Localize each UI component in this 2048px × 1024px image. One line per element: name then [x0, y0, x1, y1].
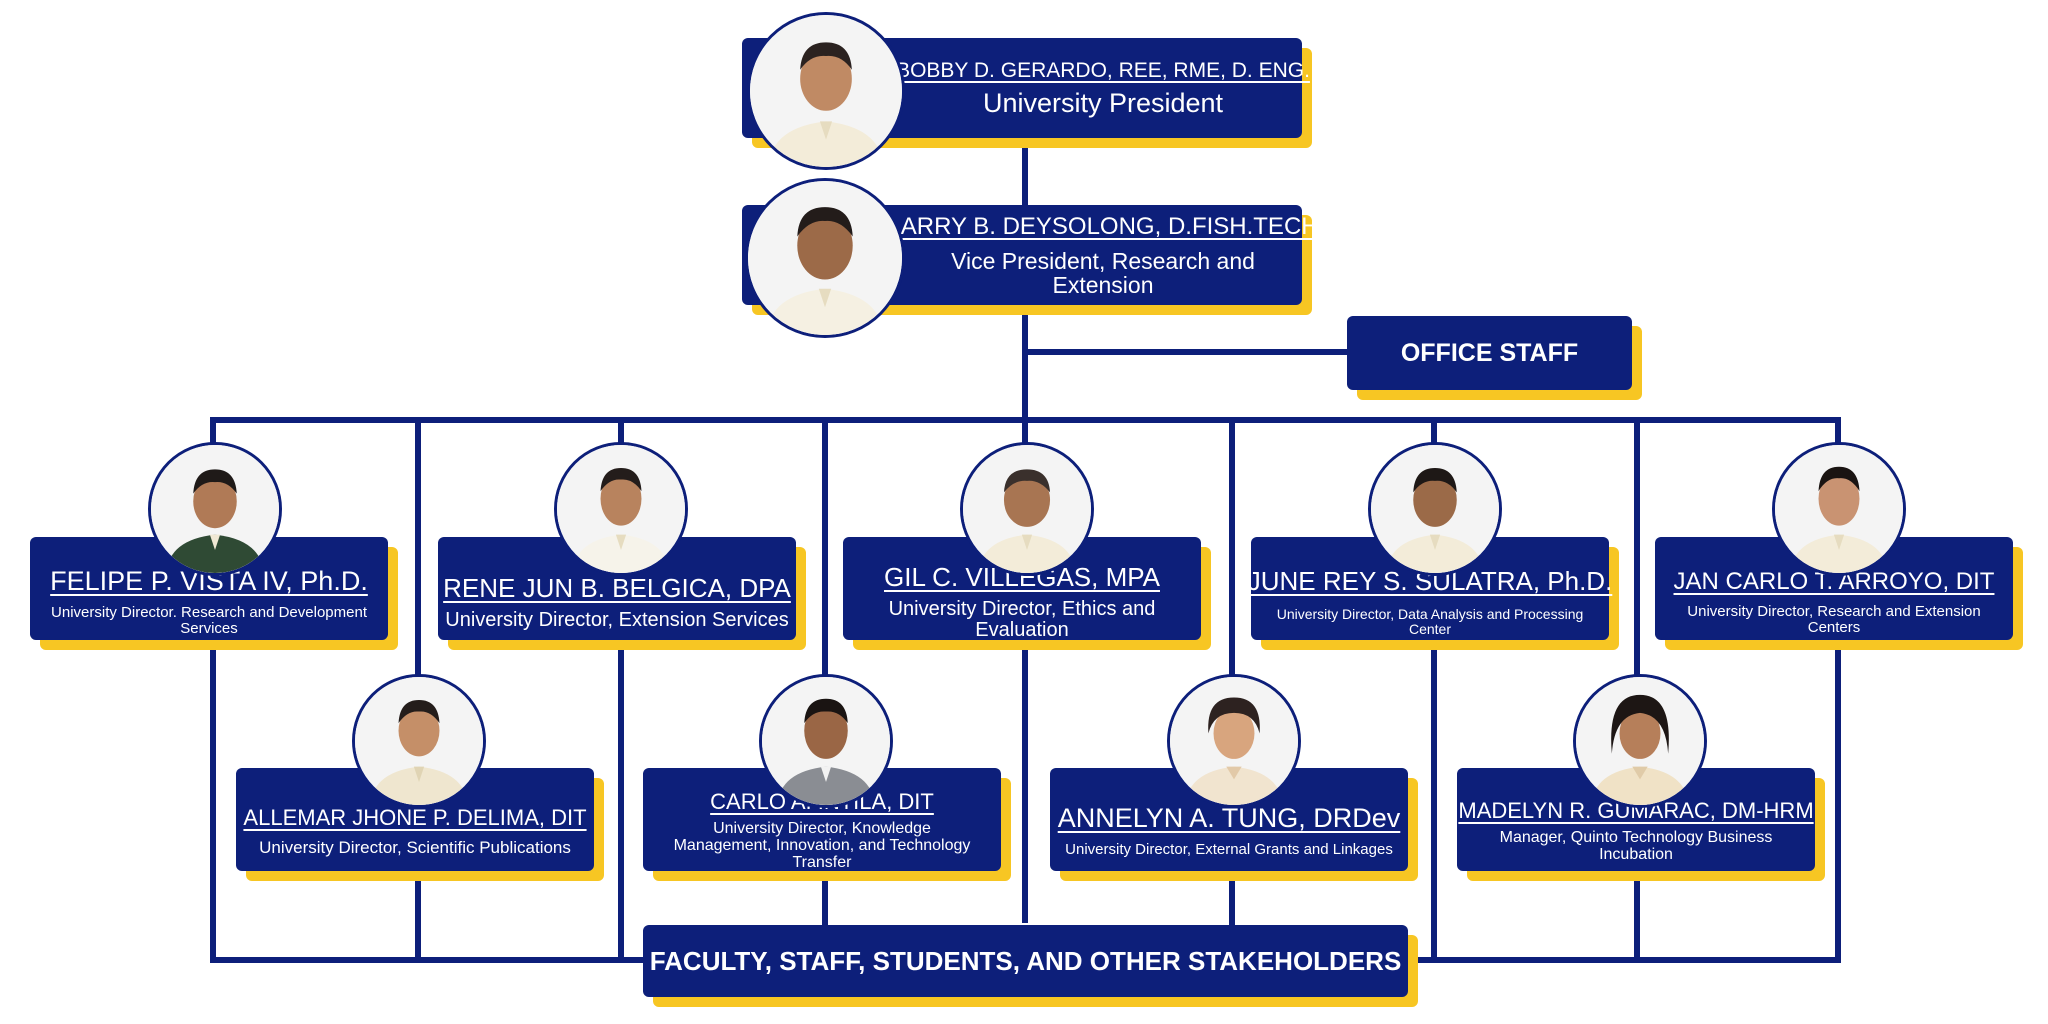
director-photo — [759, 674, 893, 808]
director-photo — [1772, 442, 1906, 576]
portrait-icon — [355, 677, 483, 805]
director-photo — [1573, 674, 1707, 808]
director-name: ANNELYN A. TUNG, DRDev — [1057, 803, 1401, 834]
director-role: University Director, Research and Extens… — [1687, 602, 1981, 636]
portrait-icon — [1170, 677, 1298, 805]
director-role: University Director, Data Analysis and P… — [1276, 606, 1584, 637]
director-name: ALLEMAR JHONE P. DELIMA, DIT — [243, 804, 587, 830]
vice-president-name: LARRY B. DEYSOLONG, D.FISH.TECH — [887, 212, 1319, 240]
director-role: University Director, Ethics and Evaluati… — [888, 598, 1156, 641]
president-name: BOBBY D. GERARDO, REE, RME, D. ENG. — [896, 58, 1310, 82]
director-photo — [148, 442, 282, 576]
director-role: University Director, External Grants and… — [1065, 841, 1393, 859]
director-box: FELIPE P. VISTA IV, Ph.D. University Dir… — [30, 537, 388, 640]
director-photo — [554, 442, 688, 576]
portrait-icon — [151, 445, 279, 573]
vice-president-photo — [745, 178, 905, 338]
director-photo — [352, 674, 486, 808]
director-role: University Director. Research and Develo… — [51, 604, 367, 637]
portrait-icon — [1775, 445, 1903, 573]
portrait-icon — [762, 677, 890, 805]
office-staff-box: OFFICE STAFF — [1347, 316, 1632, 390]
portrait-icon — [750, 15, 902, 167]
director-box: GIL C. VILLEGAS, MPA University Director… — [843, 537, 1201, 641]
president-photo — [747, 12, 905, 170]
director-box: JAN CARLO T. ARROYO, DIT University Dire… — [1655, 537, 2013, 640]
director-role: University Director, Knowledge Managemen… — [673, 820, 971, 871]
director-role: University Director, Scientific Publicat… — [259, 837, 571, 857]
director-photo — [1368, 442, 1502, 576]
vice-president-role: Vice President, Research and Extension — [951, 247, 1255, 298]
portrait-icon — [1371, 445, 1499, 573]
director-name: RENE JUN B. BELGICA, DPA — [443, 572, 791, 603]
director-role: Manager, Quinto Technology Business Incu… — [1499, 828, 1773, 863]
stakeholders-box: FACULTY, STAFF, STUDENTS, AND OTHER STAK… — [643, 925, 1408, 997]
director-photo — [960, 442, 1094, 576]
director-photo — [1167, 674, 1301, 808]
director-role: University Director, Extension Services — [445, 608, 789, 631]
portrait-icon — [748, 181, 902, 335]
president-role: University President — [982, 87, 1224, 118]
portrait-icon — [1576, 677, 1704, 805]
portrait-icon — [963, 445, 1091, 573]
portrait-icon — [557, 445, 685, 573]
